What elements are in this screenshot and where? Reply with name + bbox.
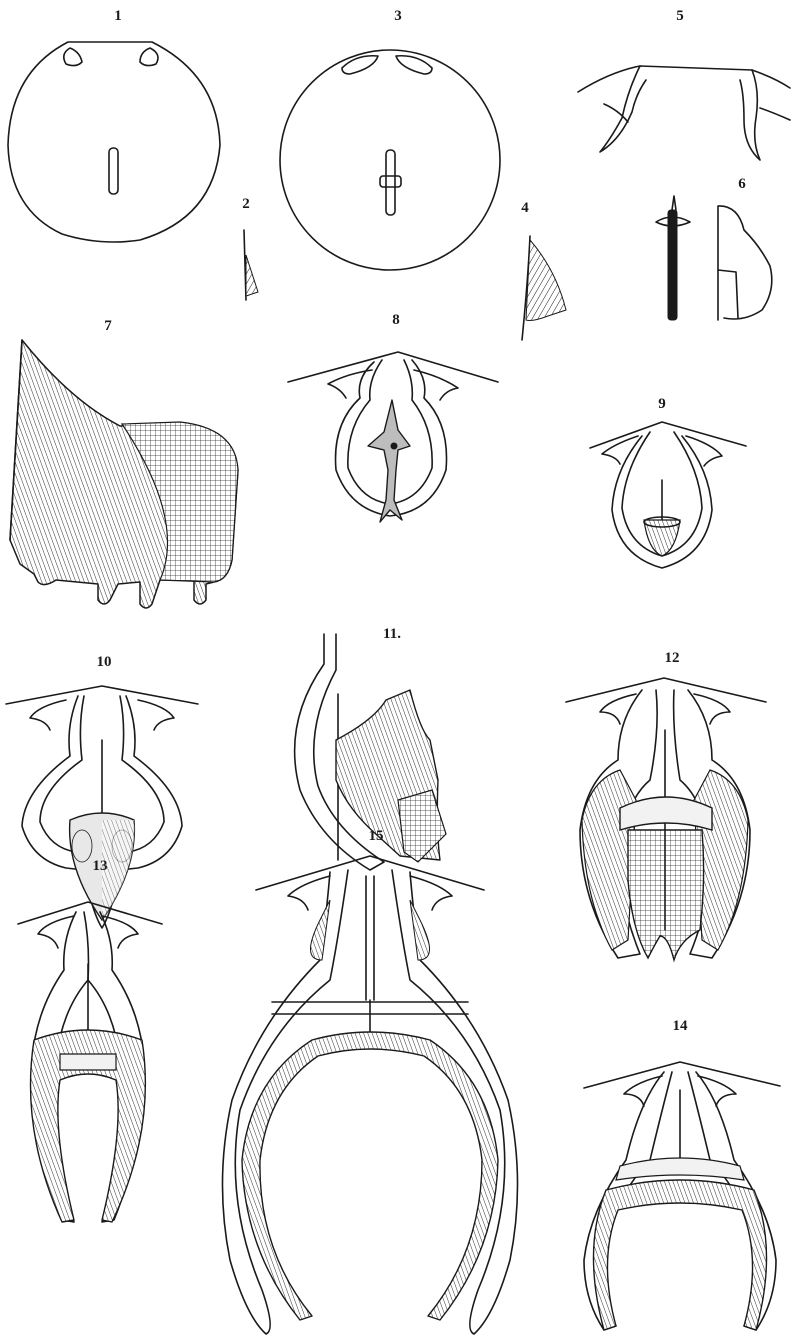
figure-label: 2 xyxy=(242,196,250,212)
figure-label: 1 xyxy=(114,8,122,24)
figure-12: 12 xyxy=(566,650,766,960)
figure-label: 11. xyxy=(383,626,401,642)
figure-label: 5 xyxy=(676,8,684,24)
figure-13: 13 xyxy=(18,858,162,1222)
figure-5: 5 xyxy=(578,8,790,160)
figure-3: 3 xyxy=(280,8,500,270)
figure-4: 4 xyxy=(521,200,566,340)
figure-8: 8 xyxy=(288,312,498,522)
figure-label: 4 xyxy=(521,200,529,216)
figure-2: 2 xyxy=(242,196,258,300)
figure-9: 9 xyxy=(590,396,746,568)
figure-label: 9 xyxy=(658,396,666,412)
figure-label: 12 xyxy=(665,650,680,666)
figure-14: 14 xyxy=(584,1018,780,1330)
figure-label: 15 xyxy=(369,828,384,844)
figure-label: 6 xyxy=(738,176,746,192)
figure-label: 10 xyxy=(97,654,112,670)
figure-7: 7 xyxy=(10,318,238,608)
figure-label: 3 xyxy=(394,8,402,24)
figure-6: 6 xyxy=(656,176,772,320)
figure-label: 14 xyxy=(673,1018,689,1034)
figure-label: 13 xyxy=(93,858,108,874)
figure-10: 10 xyxy=(6,654,198,928)
figure-label: 8 xyxy=(392,312,400,328)
figure-1: 1 xyxy=(8,8,220,242)
figure-15: 15 xyxy=(222,828,517,1334)
figure-label: 7 xyxy=(104,318,112,334)
